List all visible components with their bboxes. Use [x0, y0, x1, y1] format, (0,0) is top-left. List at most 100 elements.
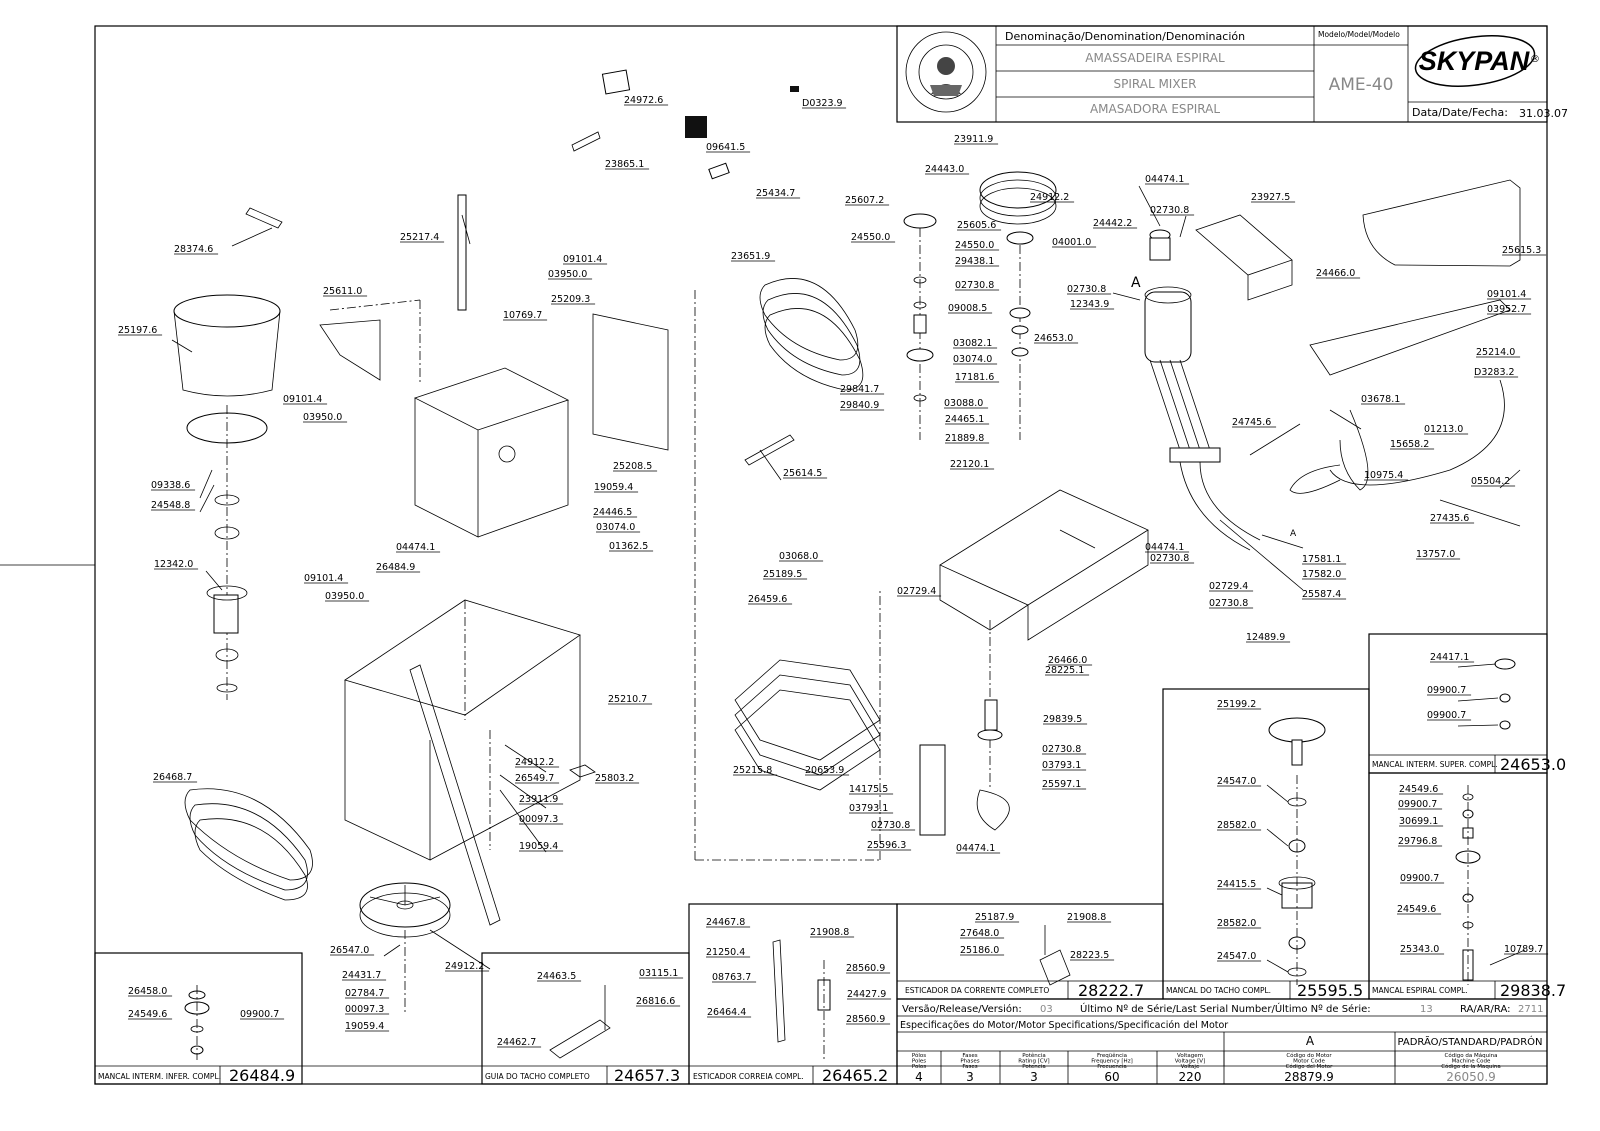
part-number-label: 26484.9 [376, 562, 415, 573]
part-number-label: 22120.1 [950, 459, 989, 470]
leader-line [171, 339, 193, 353]
part-number-label: 02730.8 [955, 280, 994, 291]
part-number-label: 03068.0 [779, 551, 818, 562]
part-number-label: 09008.5 [948, 303, 987, 314]
part-number-label: 10789.7 [1504, 944, 1543, 955]
part-number-label: 09101.4 [283, 394, 322, 405]
motor-spec-value: 3 [966, 1070, 974, 1084]
part-number-label: 12343.9 [1070, 299, 1109, 310]
part-number-label: 02730.8 [871, 820, 910, 831]
motor-spec-value: 60 [1104, 1070, 1119, 1084]
part-number-label: 28582.0 [1217, 820, 1256, 831]
part-number-label: 03950.0 [548, 269, 587, 280]
leader-line [1329, 409, 1362, 430]
part-number-label: 25189.5 [763, 569, 802, 580]
part-number-label: 04474.1 [396, 542, 435, 553]
part-number-label: 24549.6 [1397, 904, 1436, 915]
part-number-label: 24912.2 [1030, 192, 1069, 203]
part-number-label: 24417.1 [1430, 652, 1469, 663]
part-number-label: 09900.7 [1427, 710, 1466, 721]
part-number-label: 26549.7 [515, 773, 554, 784]
leader-line [759, 449, 782, 481]
subassembly-4-title: ESTICADOR DA CORRENTE COMPLETO [905, 986, 1049, 995]
part-number-label: 25605.6 [957, 220, 996, 231]
leader-line [461, 214, 471, 245]
part-number-label: 09900.7 [1427, 685, 1466, 696]
part-number-label: 24443.0 [925, 164, 964, 175]
leader-line [205, 570, 223, 591]
part-number-label: 24547.0 [1217, 951, 1256, 962]
part-number-label: 25197.6 [118, 325, 157, 336]
leader-line [1266, 784, 1289, 803]
leader-line [231, 227, 273, 247]
part-number-label: 25607.2 [845, 195, 884, 206]
leader-line [1457, 724, 1499, 727]
leader-line [1266, 959, 1289, 973]
subassembly-7-title: MANCAL INTERM. SUPER. COMPL. [1372, 760, 1498, 769]
part-number-label: 25199.2 [1217, 699, 1256, 710]
part-number-label: 00097.3 [345, 1004, 384, 1015]
part-number-label: 09101.4 [1487, 289, 1526, 300]
part-number-label: 25803.2 [595, 773, 634, 784]
motor-spec-header: Phases [960, 1059, 979, 1065]
part-number-label: 03678.1 [1361, 394, 1400, 405]
part-number-label: 04474.1 [956, 843, 995, 854]
motor-spec-header: Freqüência [1097, 1052, 1127, 1059]
motor-column-letter: A [1306, 1034, 1315, 1048]
leader-line [1266, 828, 1289, 847]
motor-spec-header: Pólos [912, 1052, 926, 1059]
part-number-label: 24547.0 [1217, 776, 1256, 787]
motor-spec-header: Código do Motor [1286, 1052, 1332, 1059]
subassembly-6-code: 29838.7 [1500, 981, 1566, 1000]
part-number-label: 25215.8 [733, 765, 772, 776]
motor-spec-value: 28879.9 [1284, 1070, 1334, 1084]
standard-label: PADRÃO/STANDARD/PADRÓN [1398, 1035, 1543, 1048]
part-number-label: 24465.1 [945, 414, 984, 425]
motor-spec-header: Voltage [V] [1175, 1059, 1205, 1065]
subassembly-2-code: 24657.3 [614, 1066, 680, 1085]
part-number-label: 25214.0 [1476, 347, 1515, 358]
motor-spec-header: Fases [962, 1053, 977, 1059]
version-label: Versão/Release/Versión: [902, 1003, 1022, 1015]
part-number-label: 02730.8 [1150, 205, 1189, 216]
part-number-label: 24446.5 [593, 507, 632, 518]
part-number-label: 01362.5 [609, 541, 648, 552]
motor-spec-columns: PólosPolesPolos4FasesPhasesFases3Potênci… [912, 1052, 1501, 1084]
part-number-label: 24548.8 [151, 500, 190, 511]
part-number-label: 02730.8 [1209, 598, 1248, 609]
part-number-label: 25209.3 [551, 294, 590, 305]
part-number-label: 10975.4 [1364, 470, 1403, 481]
part-number-label: 21908.8 [1067, 912, 1106, 923]
subassembly-4-code: 28222.7 [1078, 981, 1144, 1000]
part-number-label: 26816.6 [636, 996, 675, 1007]
part-number-label: 01213.0 [1424, 424, 1463, 435]
subassembly-boxes [94, 633, 1548, 1085]
motor-spec-header: Poles [912, 1059, 926, 1065]
date-value: 31.03.07 [1519, 107, 1568, 120]
subassembly-titles: MANCAL INTERM. INFER. COMPL. 26484.9 GUI… [98, 755, 1566, 1085]
part-number-label: 25596.3 [867, 840, 906, 851]
part-number-label: 24467.8 [706, 917, 745, 928]
part-number-label: 04474.1 [1145, 174, 1184, 185]
part-number-label: 03950.0 [325, 591, 364, 602]
ra-label: RA/AR/RA: [1460, 1004, 1511, 1015]
annotation-a-motor: A [1131, 275, 1141, 291]
motor-spec-value: 26050.9 [1446, 1070, 1496, 1084]
leader-line [1179, 215, 1187, 238]
motor-spec-header: Potencia [1022, 1064, 1045, 1070]
part-number-label: 03793.1 [1042, 760, 1081, 771]
left-assembly-drawing [173, 69, 799, 1015]
part-number-label: 13757.0 [1416, 549, 1455, 560]
part-number-label: 26466.0 [1048, 655, 1087, 666]
model-heading: Modelo/Model/Modelo [1318, 30, 1400, 39]
part-number-label: 04001.0 [1052, 237, 1091, 248]
part-number-label: 08763.7 [712, 972, 751, 983]
product-name-pt: AMASSADEIRA ESPIRAL [1085, 51, 1225, 65]
part-number-label: 04474.1 [1145, 542, 1184, 553]
part-number-label: 03950.0 [303, 412, 342, 423]
motor-spec-heading: Especificações do Motor/Motor Specificat… [900, 1020, 1228, 1031]
leader-line [1489, 949, 1526, 966]
part-number-label: 09338.6 [151, 480, 190, 491]
part-number-label: 03952.7 [1487, 304, 1526, 315]
